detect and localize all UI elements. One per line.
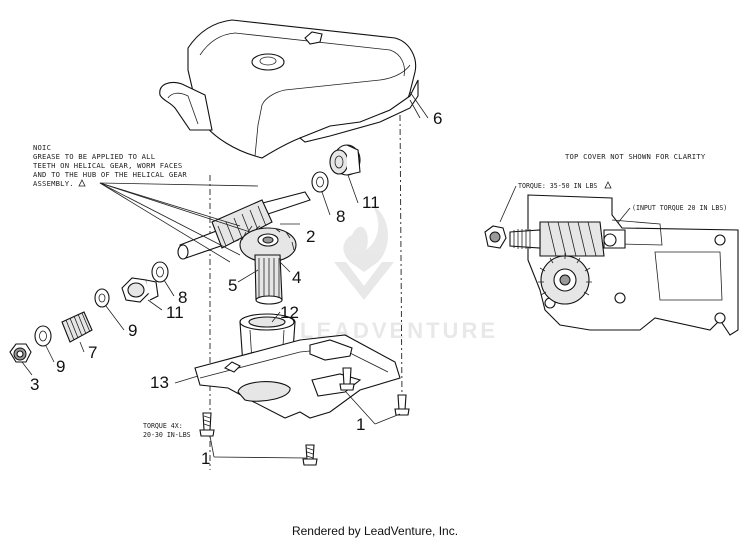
part-1-screw-d bbox=[394, 394, 410, 416]
part-3-nut bbox=[9, 343, 32, 363]
leader-lines bbox=[21, 99, 421, 459]
callout-5: 5 bbox=[228, 276, 237, 295]
inset-title: TOP COVER NOT SHOWN FOR CLARITY bbox=[565, 152, 706, 161]
callout-9-lower: 9 bbox=[56, 357, 65, 376]
part-11-lower-bushing bbox=[121, 277, 159, 303]
part-8-upper-washer bbox=[311, 171, 329, 193]
part-9-upper-washer bbox=[94, 288, 110, 308]
callout-6: 6 bbox=[433, 109, 442, 128]
footer-credit: Rendered by LeadVenture, Inc. bbox=[291, 524, 459, 538]
part-8-lower-washer bbox=[151, 261, 169, 283]
torque-note: TORQUE 4X: 20-30 IN-LBS bbox=[143, 422, 191, 439]
callout-13: 13 bbox=[150, 373, 169, 392]
callout-3: 3 bbox=[30, 375, 39, 394]
grease-note: NOIC GREASE TO BE APPLIED TO ALL TEETH O… bbox=[33, 143, 187, 188]
grease-drop-icon bbox=[78, 179, 86, 187]
part-1-screw-a bbox=[199, 412, 215, 437]
callout-11-lower: 11 bbox=[166, 303, 184, 322]
part-5-gear-shaft bbox=[254, 254, 283, 305]
callout-1-bottom: 1 bbox=[201, 449, 210, 468]
grease-note-line-1: NOIC bbox=[33, 143, 51, 152]
callout-11-upper: 11 bbox=[362, 193, 380, 212]
callout-7: 7 bbox=[88, 343, 97, 362]
part-11-upper-bushing bbox=[329, 144, 361, 176]
grease-note-line-4: AND TO THE HUB OF THE HELICAL GEAR bbox=[33, 170, 187, 179]
inset-torque-right: (INPUT TORQUE 20 IN LBS) bbox=[632, 204, 727, 212]
callout-9-upper: 9 bbox=[128, 321, 137, 340]
callout-2: 2 bbox=[306, 227, 315, 246]
callout-8-upper: 8 bbox=[336, 207, 345, 226]
callout-12: 12 bbox=[280, 303, 299, 322]
callout-4: 4 bbox=[292, 268, 301, 287]
part-1-screw-b bbox=[302, 444, 318, 466]
grease-note-line-3: TEETH ON HELICAL GEAR, WORM FACES bbox=[33, 161, 182, 170]
torque-note-line-1: TORQUE 4X: bbox=[143, 422, 183, 430]
inset-detail: TOP COVER NOT SHOWN FOR CLARITY TORQUE: … bbox=[484, 152, 739, 336]
part-13-base-plate bbox=[194, 334, 401, 419]
callout-8-lower: 8 bbox=[178, 288, 187, 307]
part-4-helical-gear bbox=[239, 225, 297, 263]
inset-torque-left: TORQUE: 35-50 IN LBS bbox=[518, 182, 597, 190]
grease-note-line-5: ASSEMBLY. bbox=[33, 179, 74, 188]
inset-grease-drop-icon bbox=[604, 181, 612, 189]
grease-note-line-2: GREASE TO BE APPLIED TO ALL bbox=[33, 152, 155, 161]
watermark: LEADVENTURE bbox=[300, 205, 495, 343]
part-2-worm-shaft bbox=[177, 191, 311, 260]
callout-1-right: 1 bbox=[356, 415, 365, 434]
torque-note-line-2: 20-30 IN-LBS bbox=[143, 431, 191, 439]
centerline-right bbox=[399, 114, 403, 401]
part-6-top-cover bbox=[159, 19, 429, 159]
part-9-lower-washer bbox=[34, 325, 52, 347]
part-1-screw-c bbox=[339, 367, 355, 391]
part-7-spring bbox=[61, 311, 93, 343]
